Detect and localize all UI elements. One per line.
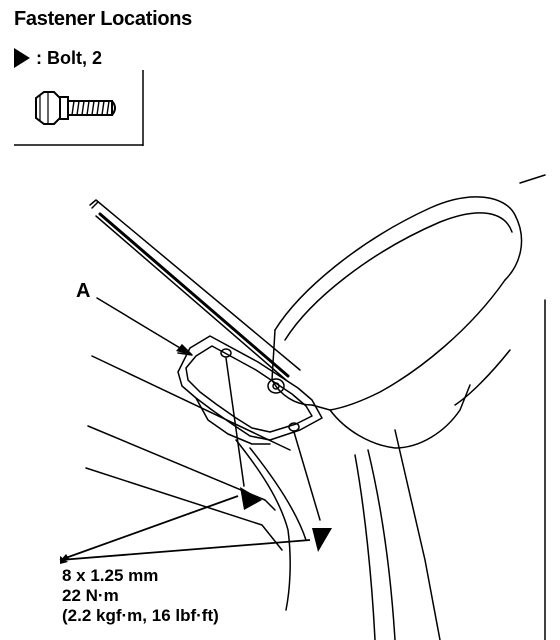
legend-text: : Bolt, 2 <box>36 47 102 68</box>
page-title: Fastener Locations <box>14 8 192 30</box>
torque-spec-nm: 22 N·m <box>62 586 119 605</box>
bolt-legend: : Bolt, 2 <box>14 46 102 70</box>
triangle-arrow-icon <box>14 48 30 68</box>
part-label-a: A <box>76 280 91 302</box>
bolt-arrow-1 <box>240 487 262 510</box>
bolt-arrow-2 <box>312 528 332 552</box>
bolt-size-spec: 8 x 1.25 mm <box>62 566 159 585</box>
bolt-illustration <box>14 70 144 146</box>
torque-spec-alt: (2.2 kgf·m, 16 lbf·ft) <box>62 606 219 625</box>
